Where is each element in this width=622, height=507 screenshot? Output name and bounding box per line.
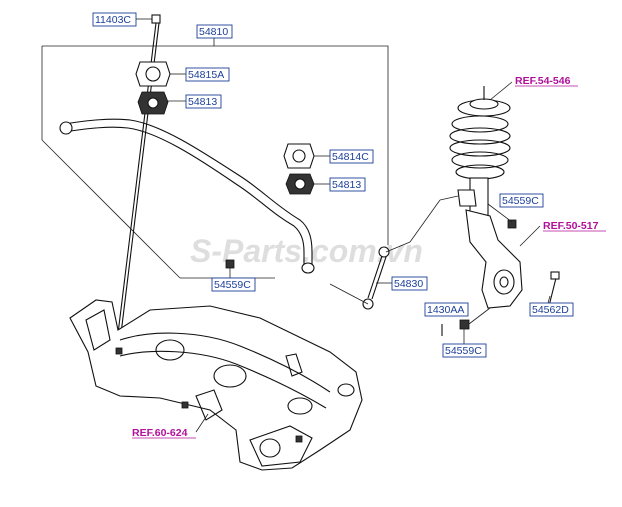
svg-text:54813: 54813 bbox=[332, 179, 361, 191]
label-11403C[interactable]: 11403C bbox=[92, 12, 152, 27]
label-54830[interactable]: 54830 bbox=[391, 276, 428, 291]
label-54559C-right[interactable]: 54559C bbox=[499, 193, 544, 208]
nut-54559C-left[interactable] bbox=[225, 259, 235, 278]
stabilizer-link-54830[interactable] bbox=[329, 195, 459, 310]
label-1430AA[interactable]: 1430AA bbox=[424, 302, 469, 317]
group-frame-54810 bbox=[41, 38, 389, 279]
leader-ref-knuckle bbox=[519, 225, 541, 247]
strut-assembly[interactable] bbox=[449, 86, 511, 229]
svg-text:54814C: 54814C bbox=[332, 151, 369, 163]
label-54562D[interactable]: 54562D bbox=[529, 295, 574, 317]
svg-text:54813: 54813 bbox=[188, 96, 217, 108]
bracket-54815A[interactable] bbox=[135, 61, 186, 87]
label-54559C-bottom[interactable]: 54559C bbox=[442, 343, 487, 358]
svg-text:54559C: 54559C bbox=[502, 195, 539, 207]
label-54814C[interactable]: 54814C bbox=[329, 149, 374, 164]
ref-label-strut[interactable]: REF.54-546 bbox=[515, 75, 571, 87]
svg-text:54830: 54830 bbox=[394, 278, 423, 290]
svg-text:54810: 54810 bbox=[199, 26, 228, 38]
label-54813-mid[interactable]: 54813 bbox=[329, 177, 366, 192]
svg-text:54815A: 54815A bbox=[188, 69, 224, 81]
bracket-54814C[interactable] bbox=[283, 143, 330, 169]
label-54815A[interactable]: 54815A bbox=[185, 67, 230, 82]
bushing-54813-mid[interactable] bbox=[285, 173, 330, 195]
svg-text:54559C: 54559C bbox=[214, 279, 251, 291]
svg-text:11403C: 11403C bbox=[95, 14, 131, 26]
leader-ref-crossmember bbox=[195, 413, 209, 433]
label-54813-top[interactable]: 54813 bbox=[185, 94, 222, 109]
ref-label-crossmember[interactable]: REF.60-624 bbox=[132, 427, 188, 439]
nut-54559C-bottom[interactable] bbox=[459, 307, 491, 344]
stabilizer-bar[interactable] bbox=[59, 118, 315, 274]
front-crossmember[interactable] bbox=[69, 299, 363, 471]
steering-knuckle[interactable] bbox=[465, 209, 523, 309]
svg-text:54562D: 54562D bbox=[532, 304, 569, 316]
bushing-54813-top[interactable] bbox=[137, 91, 186, 115]
label-54559C-left[interactable]: 54559C bbox=[211, 277, 256, 292]
nut-54559C-right[interactable] bbox=[487, 203, 517, 229]
svg-text:1430AA: 1430AA bbox=[427, 304, 464, 316]
label-54810[interactable]: 54810 bbox=[196, 24, 233, 39]
leader-ref-strut bbox=[489, 81, 513, 101]
svg-text:54559C: 54559C bbox=[445, 345, 482, 357]
ref-label-knuckle[interactable]: REF.50-517 bbox=[543, 220, 599, 232]
